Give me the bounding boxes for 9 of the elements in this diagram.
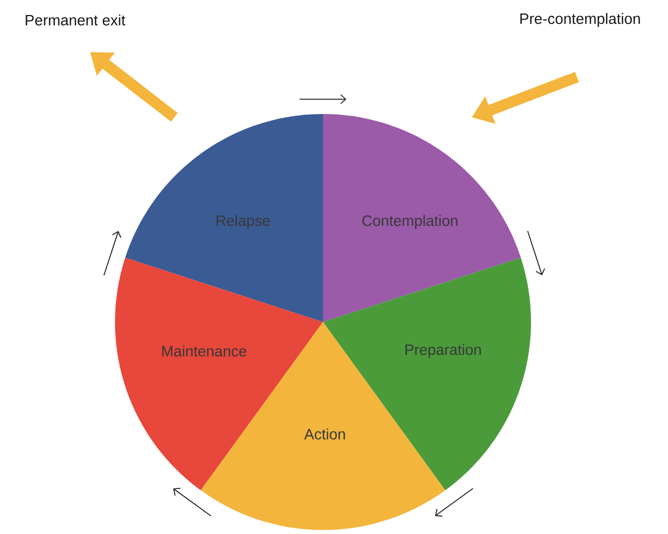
arrow xyxy=(173,488,212,516)
arrow xyxy=(435,488,474,517)
arrow xyxy=(527,230,546,276)
arrow xyxy=(299,94,346,104)
stage-label: Pre-contemplation xyxy=(520,13,640,27)
pie-slice: Contemplation xyxy=(323,114,521,322)
stage-label: Permanent exit xyxy=(26,14,126,26)
arrow xyxy=(103,230,122,276)
pie-slice: Relapse xyxy=(125,114,323,322)
